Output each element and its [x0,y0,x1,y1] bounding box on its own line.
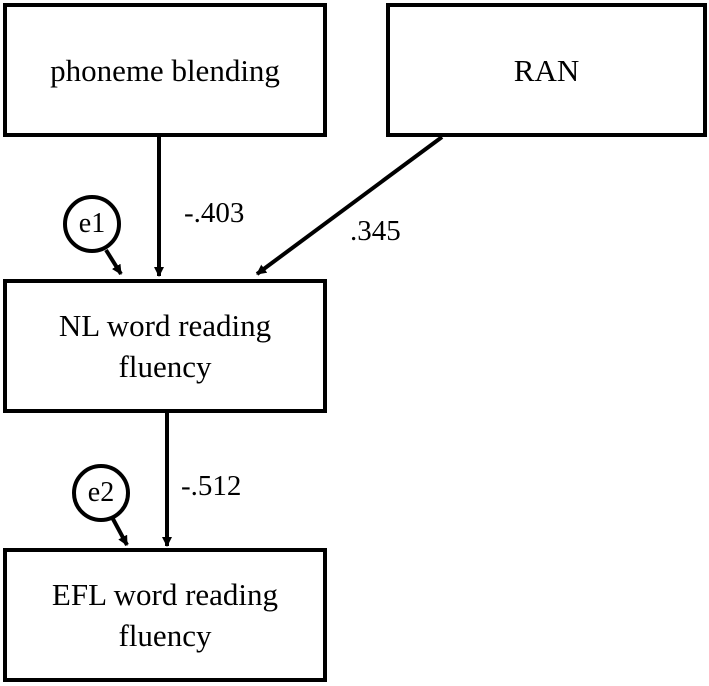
error-term-e2: e2 [72,464,130,522]
node-efl-label-line-2: fluency [118,618,212,653]
error-term-e2-label: e2 [87,477,115,508]
error-term-e1-label: e1 [78,208,106,239]
node-nl-word-reading-fluency: NL word reading fluency [3,279,327,413]
arrow-ran-to-nl [255,135,444,276]
error-term-e1: e1 [63,195,121,253]
node-phoneme-blending: phoneme blending [3,3,327,137]
coefficient-ran-to-nl: .345 [350,215,401,247]
node-efl-word-reading-fluency: EFL word reading fluency [3,548,327,682]
node-ran: RAN [386,3,707,137]
node-nl-label-line-2: fluency [118,349,212,384]
node-efl-label-line-1: EFL word reading [51,577,279,612]
node-ran-label: RAN [513,52,580,88]
arrow-e1-to-nl [104,248,123,276]
coefficient-nl-to-efl: -.512 [181,470,242,502]
arrow-e2-to-efl [111,518,129,546]
node-nl-label-line-1: NL word reading [58,308,272,343]
coefficient-phoneme-to-nl: -.403 [184,197,245,229]
node-phoneme-blending-label: phoneme blending [50,52,280,88]
